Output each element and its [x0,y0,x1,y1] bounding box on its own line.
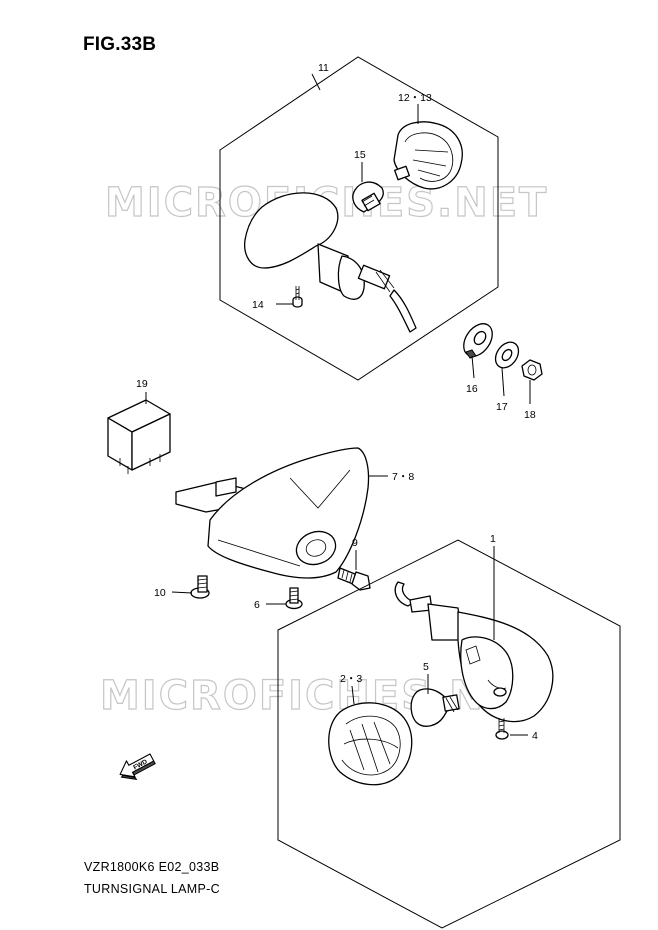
callout-10: 10 [154,587,166,599]
assembly-name: TURNSIGNAL LAMP-C [84,882,220,896]
callout-4: 4 [532,730,538,742]
washer-16[interactable] [458,318,498,361]
callout-19: 19 [136,378,148,390]
assembly-frame-1 [277,539,621,929]
turnsignal-lens-2-3[interactable] [328,702,413,786]
turnsignal-cable [394,581,433,613]
turnsignal-housing-1[interactable] [427,603,554,723]
callout-6: 6 [254,599,260,611]
callout-2-3: 2・3 [340,673,362,685]
callout-18: 18 [524,409,536,421]
leader-lines [145,73,531,736]
turnsignal-lens-12-13[interactable] [393,121,463,190]
bracket-7-8[interactable] [175,447,370,579]
screw-10[interactable] [190,575,210,599]
callout-14: 14 [252,299,264,311]
callout-11: 11 [318,62,329,74]
callout-17: 17 [496,401,508,413]
forward-arrow-icon: FWD [119,753,156,781]
callout-15: 15 [354,149,366,161]
screw-14[interactable] [292,286,303,308]
callout-9: 9 [352,537,358,549]
relay-19[interactable] [107,399,171,474]
turnsignal-housing-11[interactable] [244,192,417,333]
bulb-5[interactable] [410,688,460,727]
washer-17[interactable] [491,338,523,372]
nut-18[interactable] [521,359,543,381]
bulb-15[interactable] [352,181,384,213]
callout-5: 5 [423,661,429,673]
screw-4[interactable] [495,718,509,740]
callout-16: 16 [466,383,478,395]
callout-1: 1 [490,533,496,545]
callout-7-8: 7・8 [392,471,414,483]
model-code: VZR1800K6 E02_033B [84,860,220,874]
figure-title: FIG.33B [83,34,157,55]
callout-12-13: 12・13 [398,92,432,104]
screw-6[interactable] [285,587,303,610]
bolt-9[interactable] [337,567,371,591]
assembly-frame-11 [219,56,499,381]
